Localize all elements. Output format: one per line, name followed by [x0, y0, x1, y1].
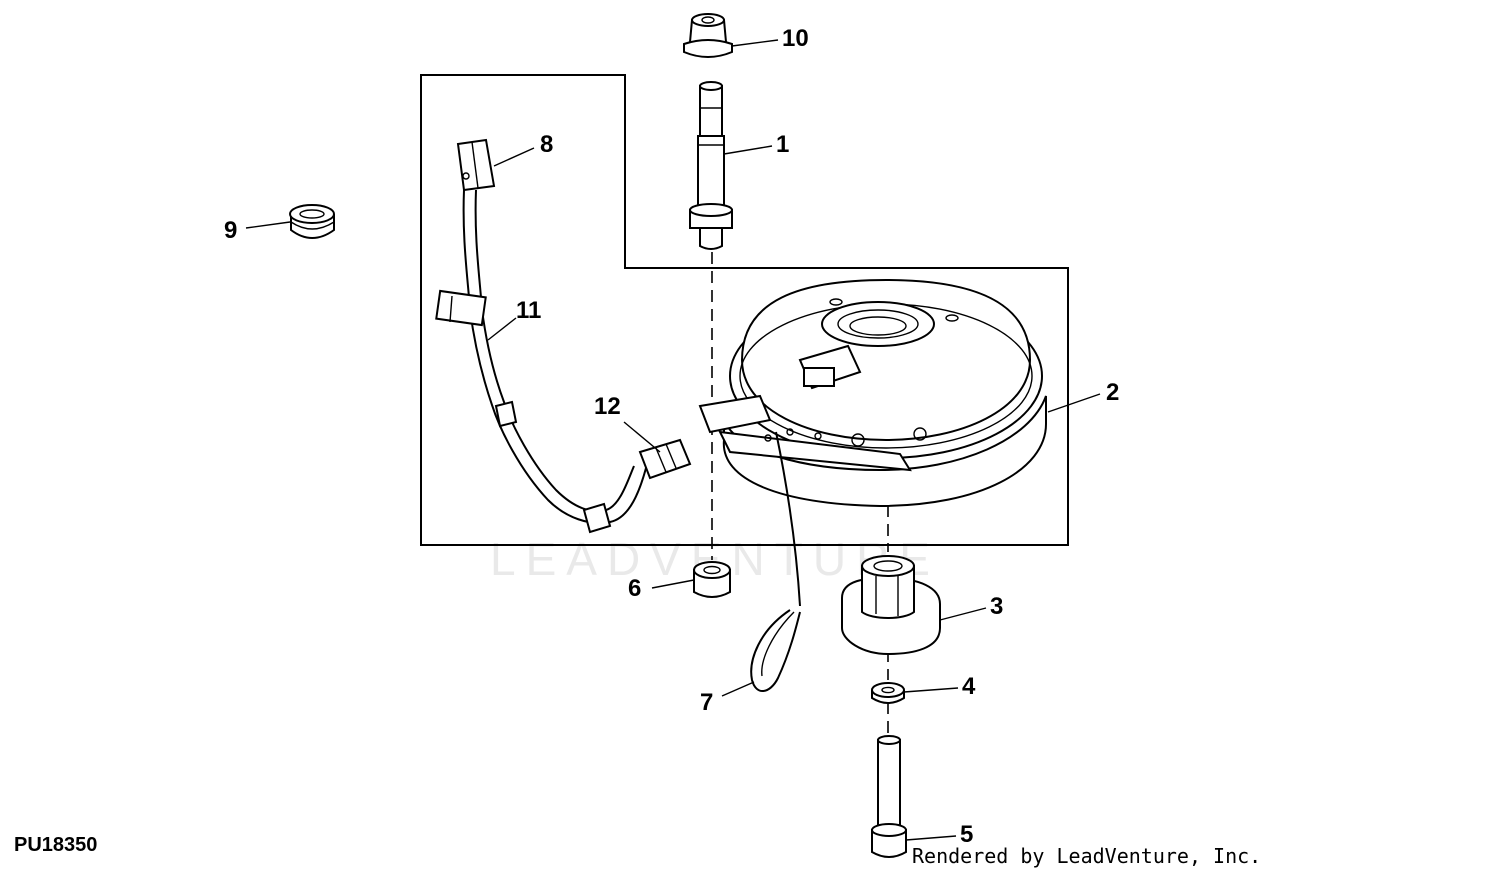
part-1-bolt[interactable]	[689, 81, 733, 250]
callout-3[interactable]: 3	[990, 593, 1003, 620]
callout-6[interactable]: 6	[628, 575, 641, 602]
part-7-cable-tie[interactable]	[750, 431, 801, 692]
callout-5[interactable]: 5	[960, 821, 973, 848]
callout-7[interactable]: 7	[700, 689, 713, 716]
part-12-connector[interactable]	[638, 438, 692, 480]
render-credit: Rendered by LeadVenture, Inc.	[912, 844, 1262, 868]
callout-2[interactable]: 2	[1106, 379, 1119, 406]
callout-8[interactable]: 8	[540, 131, 553, 158]
part-11-harness[interactable]	[435, 189, 647, 534]
part-3-spacer[interactable]	[841, 555, 941, 656]
callout-12[interactable]: 12	[594, 393, 621, 420]
part-2-clutch[interactable]	[698, 278, 1047, 508]
part-5-bolt[interactable]	[871, 735, 907, 858]
callout-9[interactable]: 9	[224, 217, 237, 244]
kit-boundary	[420, 74, 1069, 546]
part-8-connector[interactable]	[456, 138, 496, 192]
part-9-grommet[interactable]	[289, 204, 335, 239]
part-4-washer[interactable]	[871, 682, 905, 704]
callout-10[interactable]: 10	[782, 25, 809, 52]
callout-4[interactable]: 4	[962, 673, 976, 700]
callout-11[interactable]: 11	[516, 297, 541, 324]
part-6-nut[interactable]	[693, 561, 731, 598]
callout-1[interactable]: 1	[776, 131, 789, 158]
figure-id: PU18350	[14, 834, 98, 856]
part-10-cap[interactable]	[683, 13, 733, 58]
leader-lines	[245, 39, 1101, 841]
